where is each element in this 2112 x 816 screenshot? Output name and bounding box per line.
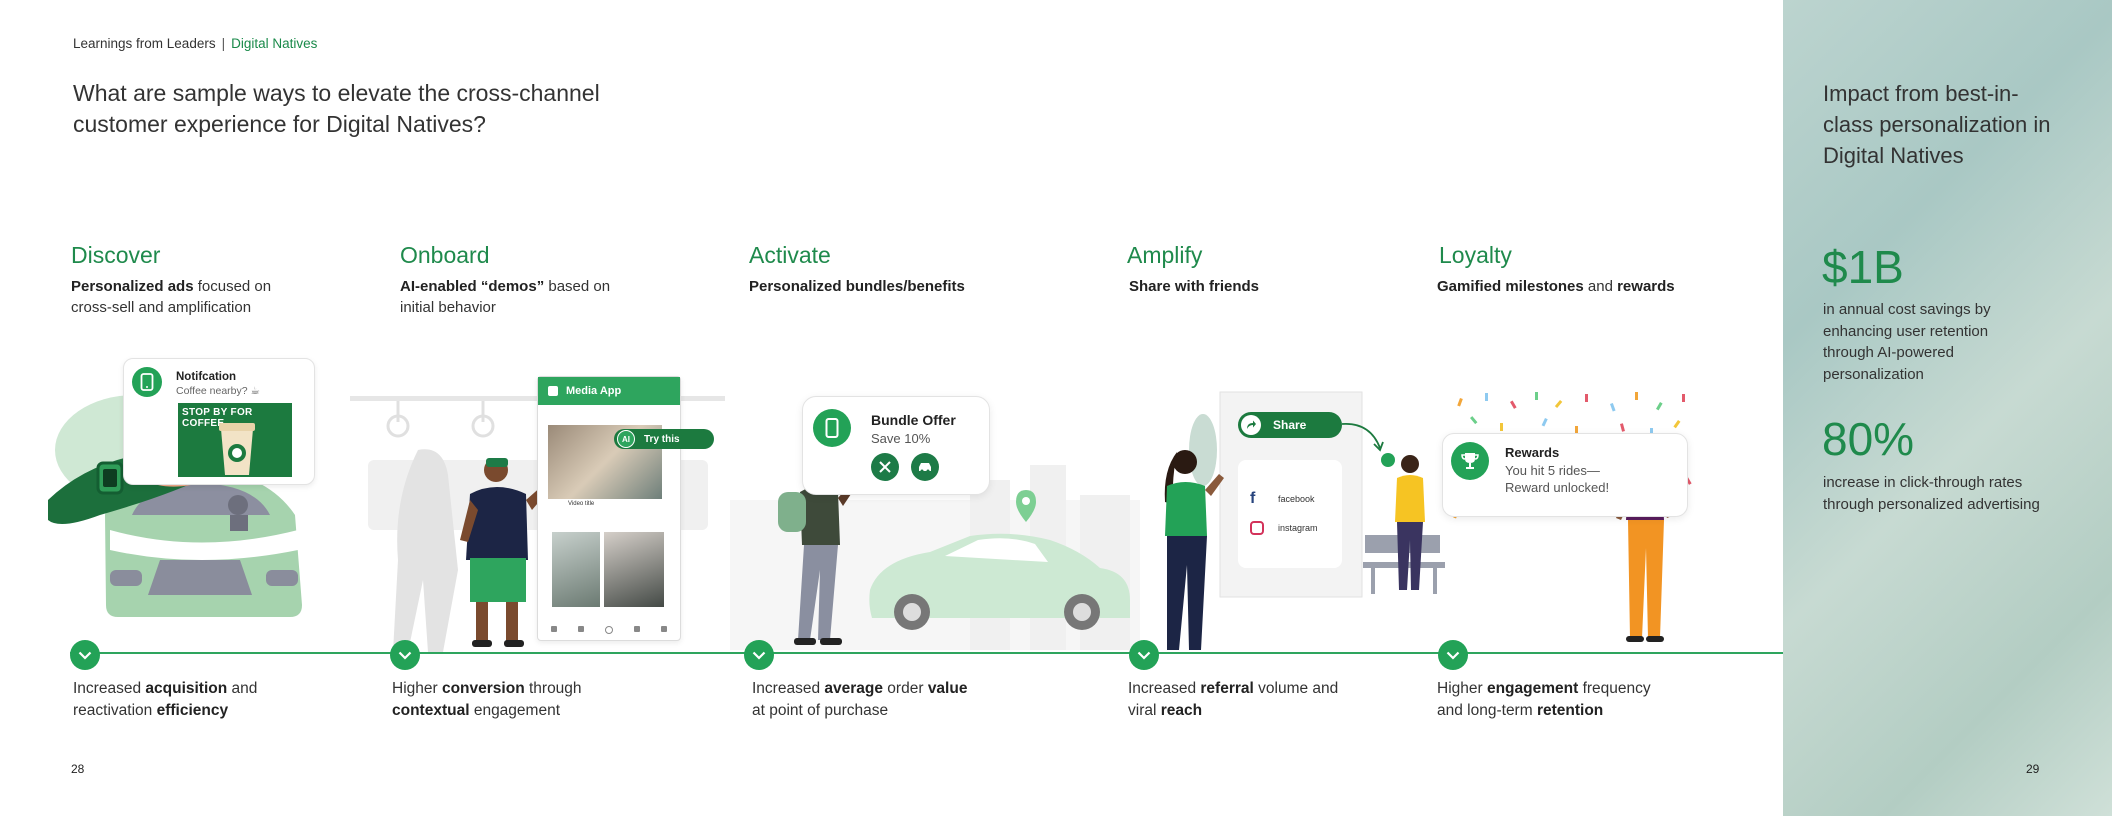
impact-loyalty: Higher engagement frequency and long-ter… <box>1437 680 1651 719</box>
stat-desc-1: in annual cost savings by enhancing user… <box>1823 301 1991 383</box>
marker-loyalty[interactable] <box>1438 640 1468 670</box>
bundle-offer-subtitle: Save 10% <box>871 431 931 446</box>
stage-desc-activate: Personalized bundles/benefits <box>749 278 965 295</box>
chevron-down-icon <box>1137 651 1151 660</box>
video-thumbnail-2 <box>552 532 600 607</box>
bundle-offer-title: Bundle Offer <box>871 412 956 428</box>
page-title: What are sample ways to elevate the cros… <box>73 80 600 137</box>
breadcrumb-section: Learnings from Leaders <box>73 36 216 51</box>
stage-title-amplify: Amplify <box>1127 242 1203 268</box>
facebook-icon: f <box>1250 490 1256 507</box>
impact-activate: Increased average order value at point o… <box>752 680 968 719</box>
rewards-title: Rewards <box>1505 445 1560 460</box>
chevron-down-icon <box>398 651 412 660</box>
coffee-promo-text: STOP BY FOR COFFEE <box>182 407 253 429</box>
trophy-icon <box>1451 442 1489 480</box>
car-icon[interactable] <box>911 453 939 481</box>
impact-panel-title: Impact from best-in-class personalizatio… <box>1823 81 2051 168</box>
share-pill[interactable]: Share <box>1238 412 1344 448</box>
media-app-title: Media App <box>566 385 622 397</box>
media-app-header: Media App <box>538 377 680 405</box>
rewards-card: Rewards You hit 5 rides— Reward unlocked… <box>1442 433 1688 517</box>
marker-onboard[interactable] <box>390 640 420 670</box>
share-label: Share <box>1273 418 1307 432</box>
stat-value-2: 80% <box>1822 413 1915 465</box>
impact-discover: Increased acquisition and reactivation e… <box>73 680 258 719</box>
chevron-down-icon <box>752 651 766 660</box>
journey-timeline <box>70 652 1783 654</box>
instagram-label: instagram <box>1278 523 1318 533</box>
page-number-right: 29 <box>2026 762 2040 776</box>
stat-value-1: $1B <box>1822 241 1904 293</box>
breadcrumb: Learnings from Leaders | Digital Natives <box>73 36 317 51</box>
try-this-pill[interactable]: AI Try this <box>614 429 714 449</box>
media-app-tab-bar <box>540 626 678 634</box>
loyalty-illustration <box>1452 392 1692 642</box>
stage-title-onboard: Onboard <box>400 242 490 268</box>
marker-discover[interactable] <box>70 640 100 670</box>
facebook-label: facebook <box>1278 494 1315 504</box>
impact-panel: Impact from best-in-class personalizatio… <box>1783 0 2112 816</box>
video-thumbnail-3 <box>604 532 664 607</box>
breadcrumb-separator: | <box>221 36 226 51</box>
share-facebook[interactable]: f facebook <box>1250 490 1315 508</box>
stage-title-activate: Activate <box>749 242 831 268</box>
try-this-label: Try this <box>644 433 680 445</box>
phone-icon <box>132 367 162 397</box>
notification-card: Notifcation Coffee nearby? ☕ STOP BY FOR… <box>123 358 315 485</box>
media-app-phone: Media App Video title AI Try this <box>537 376 714 641</box>
stage-title-loyalty: Loyalty <box>1439 242 1512 268</box>
stage-desc-amplify: Share with friends <box>1129 278 1260 295</box>
utensils-icon[interactable] <box>871 453 899 481</box>
page-number-left: 28 <box>71 762 85 776</box>
share-arrow-icon <box>1241 415 1261 435</box>
coffee-cup-icon <box>219 423 255 475</box>
stat-desc-2: increase in click-through rates through … <box>1823 474 2040 513</box>
chevron-down-icon <box>78 651 92 660</box>
rewards-line-1: You hit 5 rides— <box>1505 463 1600 478</box>
share-arrow-curve <box>1341 423 1384 452</box>
share-options-card: f facebook instagram <box>1238 460 1342 568</box>
notification-subtitle: Coffee nearby? ☕ <box>176 385 260 397</box>
stage-desc-onboard: AI-enabled “demos” based on initial beha… <box>400 278 611 316</box>
chevron-down-icon <box>1446 651 1460 660</box>
phone-icon <box>813 409 851 447</box>
media-app-logo-icon <box>548 386 558 396</box>
video-title: Video title <box>568 501 595 507</box>
stage-desc-loyalty: Gamified milestones and rewards <box>1437 278 1675 295</box>
instagram-icon <box>1250 521 1264 535</box>
marker-amplify[interactable] <box>1129 640 1159 670</box>
stage-desc-discover: Personalized ads focused on cross-sell a… <box>71 278 272 316</box>
ai-badge: AI <box>617 430 635 448</box>
impact-onboard: Higher conversion through contextual eng… <box>392 680 582 719</box>
impact-amplify: Increased referral volume and viral reac… <box>1128 680 1339 719</box>
stage-title-discover: Discover <box>71 242 161 268</box>
share-instagram[interactable]: instagram <box>1250 521 1318 535</box>
breadcrumb-current: Digital Natives <box>231 36 318 51</box>
coffee-promo-image: STOP BY FOR COFFEE <box>178 403 292 477</box>
activate-illustration <box>730 457 1140 650</box>
marker-activate[interactable] <box>744 640 774 670</box>
rewards-line-2: Reward unlocked! <box>1505 480 1610 495</box>
bundle-offer-card: Bundle Offer Save 10% <box>802 396 990 495</box>
notification-title: Notifcation <box>176 371 237 383</box>
